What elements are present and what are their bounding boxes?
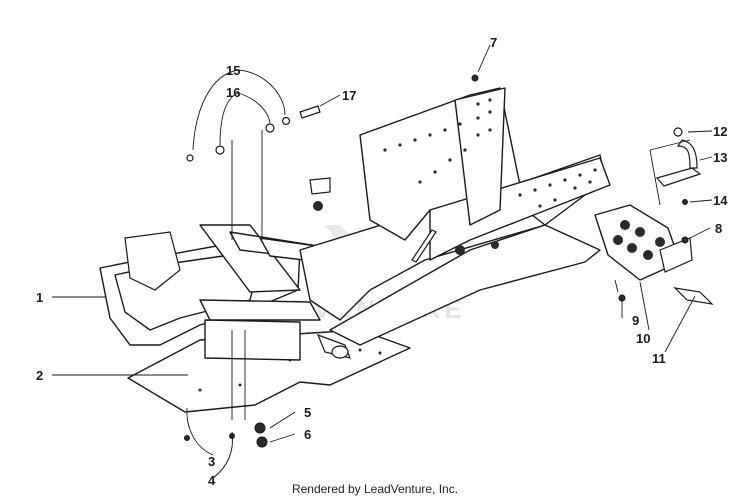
callout-11: 11 [652, 351, 666, 366]
callout-10: 10 [636, 331, 650, 346]
washer-16-right-icon [265, 123, 275, 133]
callout-labels: 1 2 3 4 5 6 7 8 9 10 11 12 13 14 15 16 1… [36, 35, 728, 488]
callout-12: 12 [713, 124, 727, 139]
bolt-17-icon [299, 105, 321, 119]
rivet-8-icon [681, 236, 689, 244]
tunnel-strut [411, 229, 437, 263]
bolt-3-icon [184, 435, 190, 441]
steering-post-bracket [124, 231, 181, 291]
handle-pin [655, 167, 702, 187]
nut-5-icon [254, 422, 266, 434]
tunnel-floor [329, 224, 601, 346]
front-cross-shaft-end [331, 345, 349, 359]
screw-7-icon [471, 74, 479, 82]
leader-lines [52, 44, 713, 479]
callout-5: 5 [304, 405, 311, 420]
rear-skid-bracket-holes [613, 220, 665, 260]
rear-bumper-plate [659, 237, 693, 273]
callout-4: 4 [208, 473, 216, 488]
bolt-14-icon [682, 199, 688, 205]
callout-16: 16 [226, 85, 240, 100]
callout-14: 14 [713, 193, 728, 208]
callout-8: 8 [715, 221, 722, 236]
washer-16-left-icon [215, 145, 225, 155]
tunnel-holes [313, 98, 597, 255]
rear-skid-strip [673, 287, 714, 305]
callout-2: 2 [36, 368, 43, 383]
nut-15-left-icon [186, 154, 194, 162]
callout-15: 15 [226, 63, 240, 78]
tunnel-right-rail [429, 157, 611, 261]
handle-pin-bend [676, 139, 698, 169]
hardware [184, 74, 689, 448]
upper-cross-tube [309, 177, 331, 195]
callout-7: 7 [490, 35, 497, 50]
callout-9: 9 [632, 313, 639, 328]
nut-15-right-icon [281, 116, 291, 126]
washer-6-icon [256, 436, 268, 448]
callout-1: 1 [36, 290, 43, 305]
callout-17: 17 [342, 88, 356, 103]
tunnel-rear-upright [454, 87, 506, 226]
callout-3: 3 [208, 454, 215, 469]
callout-6: 6 [304, 427, 311, 442]
callout-13: 13 [713, 150, 727, 165]
credit-line: Rendered by LeadVenture, Inc. [291, 482, 459, 496]
nut-12-icon [673, 127, 683, 137]
